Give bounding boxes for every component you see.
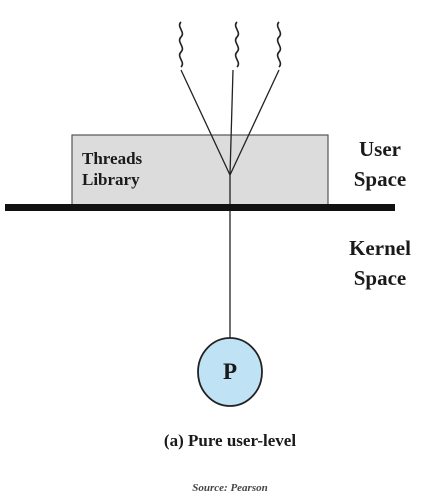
thread-mapping-line-right: [229, 69, 280, 176]
threads-library-label: Threads Library: [82, 148, 142, 190]
process-label: P: [222, 359, 238, 384]
process-circle: [197, 337, 263, 407]
user-space-label: User Space: [344, 134, 416, 194]
threads-library-label-line2: Library: [82, 170, 140, 189]
user-space-label-line2: Space: [353, 167, 407, 191]
thread-squiggle-right: [276, 21, 282, 68]
threads-library-box: [71, 134, 329, 206]
kernel-space-label-line2: Space: [353, 266, 407, 290]
thread-mapping-line-middle: [229, 69, 234, 176]
thread-squiggle-middle: [234, 21, 240, 68]
threads-library-label-line1: Threads: [82, 149, 143, 168]
kernel-space-label: Kernel Space: [340, 233, 420, 293]
thread-squiggle-left: [178, 21, 184, 68]
diagram-caption: (a) Pure user-level: [163, 431, 297, 450]
kernel-space-label-line1: Kernel: [349, 236, 411, 260]
source-credit: Source: Pearson: [192, 482, 268, 494]
thread-mapping-line-left: [180, 69, 231, 176]
user-space-label-line1: User: [359, 137, 401, 161]
user-kernel-divider: [5, 204, 395, 211]
